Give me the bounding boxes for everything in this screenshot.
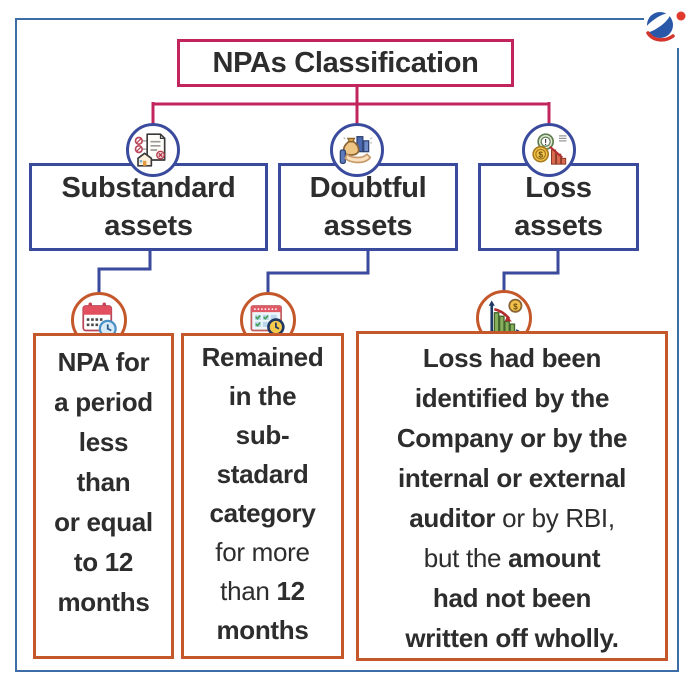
loss-icon-circle: ! $ xyxy=(522,123,576,177)
loss-assets-box: Loss assets xyxy=(478,163,639,251)
house-document-icon xyxy=(134,133,166,167)
hand-money-icon xyxy=(339,136,373,164)
svg-text:$: $ xyxy=(538,150,543,160)
diagram-title-box: NPAs Classification xyxy=(177,39,514,87)
doubtful-assets-label: Doubtful assets xyxy=(309,172,427,242)
coins-decline-icon: ! $ xyxy=(532,133,567,165)
company-logo xyxy=(644,8,688,48)
svg-text:!: ! xyxy=(544,137,547,147)
substandard-assets-label: Substandard assets xyxy=(61,172,236,242)
doubtful-assets-box: Doubtful assets xyxy=(278,163,458,251)
company-logo-icon xyxy=(644,11,686,42)
calendar-clock-icon xyxy=(82,302,117,338)
svg-text:$: $ xyxy=(513,302,518,311)
page-title: NPAs Classification xyxy=(212,46,479,79)
substandard-assets-box: Substandard assets xyxy=(29,163,268,251)
loss-assets-label: Loss assets xyxy=(514,172,603,242)
substandard-icon-circle xyxy=(126,123,180,177)
doubtful-icon-circle xyxy=(330,123,384,177)
outer-border xyxy=(15,18,679,672)
